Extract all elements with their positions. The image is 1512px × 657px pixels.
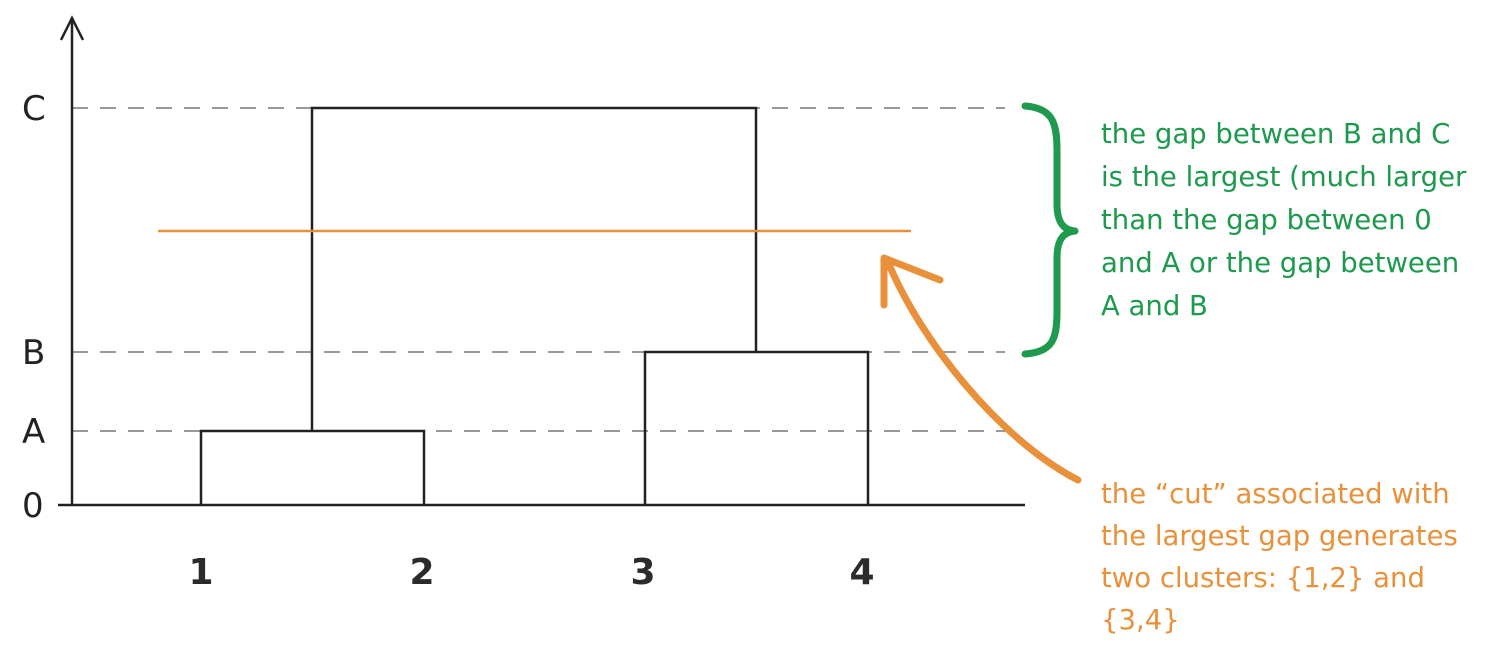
cut-note-line: the “cut” associated with bbox=[1101, 478, 1450, 510]
cut-note-line: two clusters: {1,2} and bbox=[1101, 562, 1425, 594]
gap-note: the gap between B and C is the largest (… bbox=[1101, 118, 1475, 322]
y-tick-a: A bbox=[22, 412, 45, 452]
merge-top bbox=[310, 106, 758, 431]
merge-1-2 bbox=[199, 429, 426, 505]
cut-arrow-head bbox=[880, 254, 944, 309]
y-axis-arrowhead bbox=[59, 15, 85, 41]
cut-note-line: {3,4} bbox=[1101, 604, 1180, 636]
cut-note-line: the largest gap generates bbox=[1101, 520, 1458, 552]
cut-arrow bbox=[884, 258, 1082, 484]
y-tick-0: 0 bbox=[22, 486, 44, 526]
leaf-label-1: 1 bbox=[188, 552, 213, 593]
gap-note-line: is the largest (much larger bbox=[1101, 161, 1467, 193]
gap-note-line: A and B bbox=[1101, 290, 1208, 322]
gap-note-line: the gap between B and C bbox=[1101, 118, 1450, 150]
dendrogram-tree bbox=[199, 106, 870, 505]
merge-3-4 bbox=[643, 350, 870, 505]
curly-brace bbox=[1021, 102, 1079, 358]
cut-note: the “cut” associated with the largest ga… bbox=[1101, 478, 1467, 636]
y-tick-c: C bbox=[22, 89, 46, 129]
leaf-label-3: 3 bbox=[630, 552, 655, 593]
gap-note-line: than the gap between 0 bbox=[1101, 204, 1432, 236]
gap-note-line: and A or the gap between bbox=[1101, 247, 1459, 279]
y-tick-b: B bbox=[22, 333, 45, 373]
leaf-label-4: 4 bbox=[849, 552, 874, 593]
leaf-label-2: 2 bbox=[409, 552, 434, 593]
